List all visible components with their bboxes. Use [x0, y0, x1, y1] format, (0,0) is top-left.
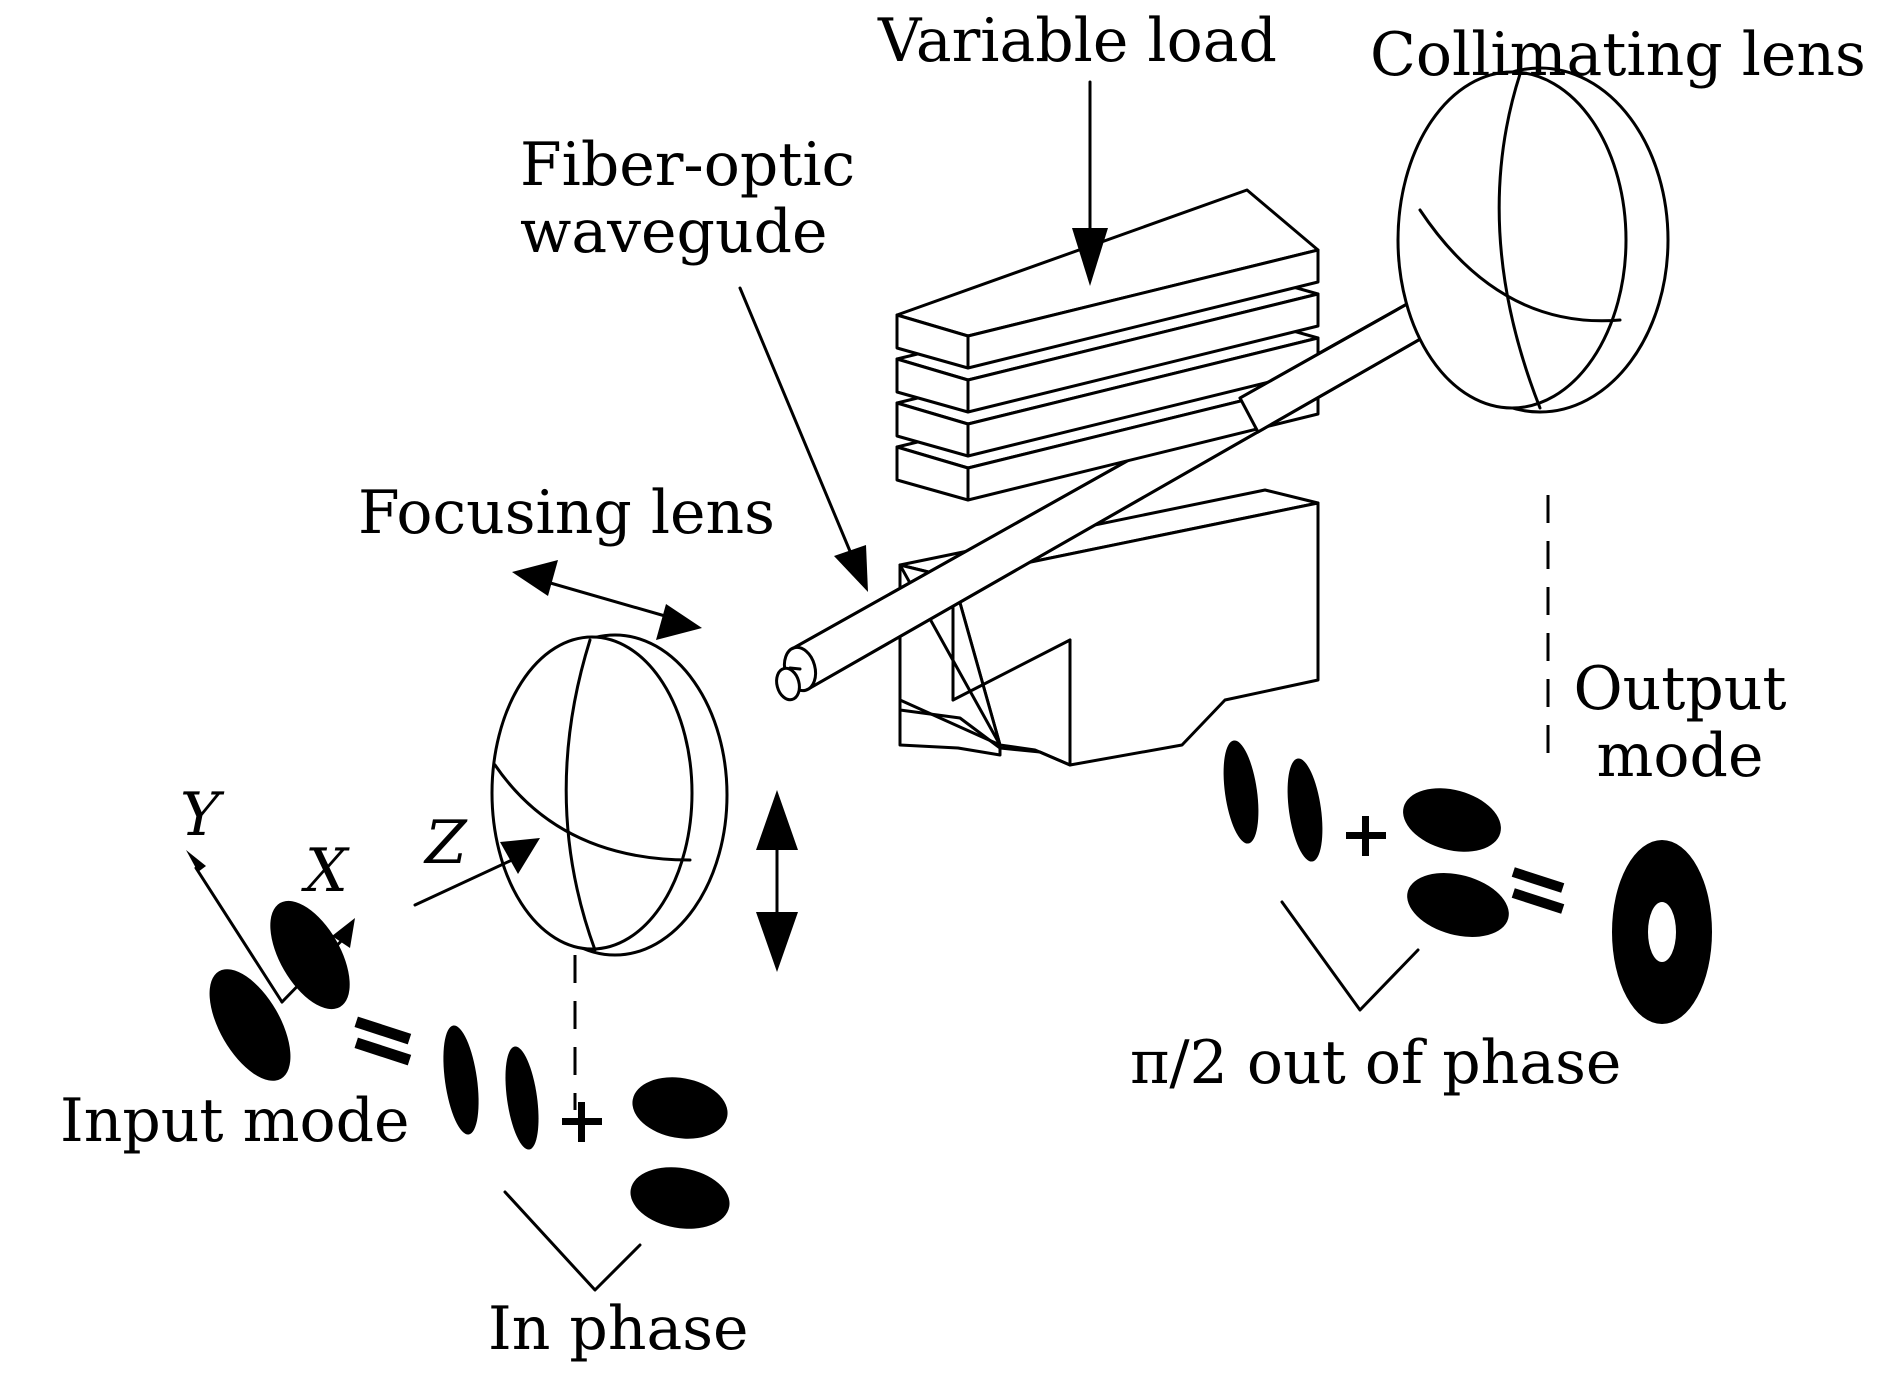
output-mode-label-line1: Output: [1573, 654, 1787, 724]
waveguide-pointer-arrow-icon: [738, 286, 868, 592]
out-of-phase-label: π/2 out of phase: [1130, 1028, 1622, 1098]
support-block: [898, 488, 1320, 767]
collimating-lens: [1396, 66, 1670, 414]
y-axis-label: Y: [180, 780, 220, 850]
output-mode-label: Output mode: [1560, 654, 1800, 792]
in-phase-label: In phase: [488, 1294, 749, 1364]
output-mode-label-line2: mode: [1596, 721, 1764, 792]
waveguide-label-line1: Fiber-optic: [520, 130, 856, 200]
waveguide-label-line2: wavegude: [520, 197, 828, 268]
out-of-phase-pattern: [1223, 740, 1565, 1012]
variable-load-label: Variable load: [878, 6, 1277, 76]
output-mode-donut: [1612, 840, 1712, 1024]
in-phase-pattern: [443, 1025, 730, 1292]
variable-load-plates: [895, 188, 1320, 502]
x-axis-label: X: [305, 836, 348, 906]
input-mode-pattern: [209, 900, 412, 1081]
collimating-lens-label: Collimating lens: [1370, 20, 1866, 90]
focusing-lens: [490, 633, 729, 957]
input-mode-label: Input mode: [60, 1086, 410, 1156]
z-axis-arrow-icon: [413, 838, 540, 907]
z-axis-label: Z: [425, 808, 467, 878]
focus-adjust-arrow-icon: [512, 560, 702, 640]
load-arrow-icon: [1072, 80, 1108, 286]
vertical-adjust-arrow-icon: [756, 790, 798, 972]
focusing-lens-label: Focusing lens: [358, 478, 775, 548]
y-axis-arrow-icon: [186, 850, 284, 1004]
waveguide-label: Fiber-optic wavegude: [520, 130, 856, 268]
